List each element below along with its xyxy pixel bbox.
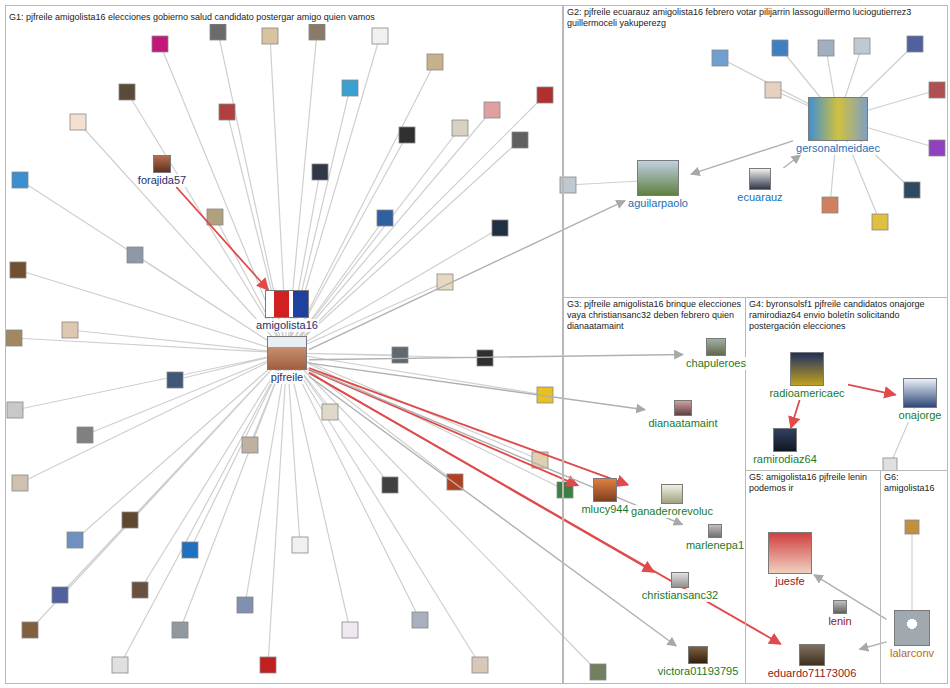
user-node: aguilarpaolo — [625, 160, 691, 210]
edge-connector — [783, 155, 800, 168]
edge-connector — [860, 642, 887, 649]
avatar-icon — [799, 644, 825, 666]
group-heading: G5: amigolista16 pjfreile lenin podemos … — [746, 471, 880, 495]
user-label: aguilarpaolo — [627, 197, 689, 210]
edge-connector — [309, 355, 683, 360]
avatar-icon — [267, 336, 307, 370]
user-node: ramirodiaz64 — [750, 428, 820, 466]
user-label: gersonalmeidaec — [795, 142, 881, 155]
edge-connector — [848, 385, 896, 395]
group-heading: G3: pjfreile amigolista16 brinque elecci… — [564, 298, 745, 333]
user-label: lenin — [827, 615, 852, 628]
group-box: G6: amigolista16 lalarconv — [880, 470, 948, 684]
edge-connector — [176, 187, 268, 290]
edge-connector — [309, 363, 645, 410]
avatar-icon — [894, 610, 930, 646]
user-node: chapuleroes — [683, 338, 749, 370]
avatar-icon — [153, 155, 171, 173]
user-label: marlenepa1 — [685, 539, 745, 552]
group-heading: G1: pjfreile amigolista16 elecciones gob… — [6, 11, 378, 24]
avatar-icon — [593, 478, 617, 502]
avatar-icon — [688, 646, 708, 664]
edge-connector — [791, 400, 800, 428]
avatar-icon — [749, 168, 771, 190]
user-node: christiansanc32 — [639, 572, 722, 602]
user-label: onajorge — [898, 409, 943, 422]
avatar-icon — [768, 532, 812, 574]
avatar-icon — [671, 572, 689, 588]
user-label: chapuleroes — [685, 357, 747, 370]
user-node: juesfe — [766, 532, 814, 588]
group-box: G3: pjfreile amigolista16 brinque elecci… — [563, 297, 746, 684]
edge-connector — [814, 575, 887, 620]
edge-connector — [309, 373, 781, 644]
user-label: eduardo71173006 — [767, 667, 858, 680]
user-node: amigolista16 — [253, 290, 321, 332]
group-heading: G2: pjfreile ecuarauz amigolista16 febre… — [564, 6, 947, 30]
user-node: mlucy944 — [578, 478, 632, 516]
user-node: radioamericaec — [766, 352, 848, 400]
user-node: ecuarauz — [734, 168, 786, 204]
background-links — [14, 32, 937, 672]
avatar-icons — [6, 24, 945, 680]
group-heading: G4: byronsolsf1 pjfreile candidatos onaj… — [746, 298, 947, 333]
user-node: ganaderorevoluc — [628, 484, 716, 518]
group-box: G2: pjfreile ecuarauz amigolista16 febre… — [563, 5, 948, 298]
group-box: G4: byronsolsf1 pjfreile candidatos onaj… — [745, 297, 948, 471]
user-node: lalarconv — [887, 610, 938, 660]
avatar-icon — [903, 378, 937, 408]
edge-connector — [309, 370, 578, 486]
user-node: marlenepa1 — [683, 524, 748, 552]
avatar-icon — [833, 600, 847, 614]
user-label: pjfreile — [270, 371, 304, 384]
group-heading: G6: amigolista16 — [881, 471, 947, 495]
avatar-icon — [661, 484, 683, 504]
user-label: ganaderorevoluc — [630, 505, 714, 518]
user-label: radioamericaec — [768, 387, 845, 400]
group-box: G5: amigolista16 pjfreile lenin podemos … — [745, 470, 881, 684]
user-label: amigolista16 — [255, 319, 319, 332]
edge-connector — [309, 376, 676, 646]
avatar-icon — [637, 160, 679, 196]
user-label: mlucy944 — [580, 503, 629, 516]
user-label: juesfe — [774, 575, 805, 588]
user-label: ecuarauz — [736, 191, 783, 204]
user-label: christiansanc32 — [641, 589, 719, 602]
user-node: onajorge — [896, 378, 945, 422]
user-label: dianaatamaint — [647, 417, 718, 430]
user-node: victora01193795 — [655, 646, 742, 678]
user-node: pjfreile — [265, 336, 309, 384]
avatar-icon — [773, 428, 797, 452]
user-node: dianaatamaint — [645, 400, 721, 430]
user-node: gersonalmeidaec — [793, 97, 883, 155]
user-label: forajida57 — [137, 174, 187, 187]
user-label: lalarconv — [889, 647, 935, 660]
user-label: ramirodiaz64 — [752, 453, 818, 466]
user-node: lenin — [825, 600, 855, 628]
edge-connector — [309, 369, 683, 524]
edge-connector — [691, 141, 793, 174]
avatar-icon — [265, 290, 309, 318]
group-box: G1: pjfreile amigolista16 elecciones gob… — [5, 5, 563, 684]
avatar-icon — [808, 97, 868, 141]
avatar-icon — [708, 524, 722, 538]
avatar-icon — [790, 352, 824, 386]
user-node: eduardo71173006 — [765, 644, 860, 680]
avatar-icon — [674, 400, 692, 416]
user-label: victora01193795 — [657, 665, 740, 678]
user-node: forajida57 — [135, 155, 190, 187]
avatar-icon — [706, 338, 726, 356]
